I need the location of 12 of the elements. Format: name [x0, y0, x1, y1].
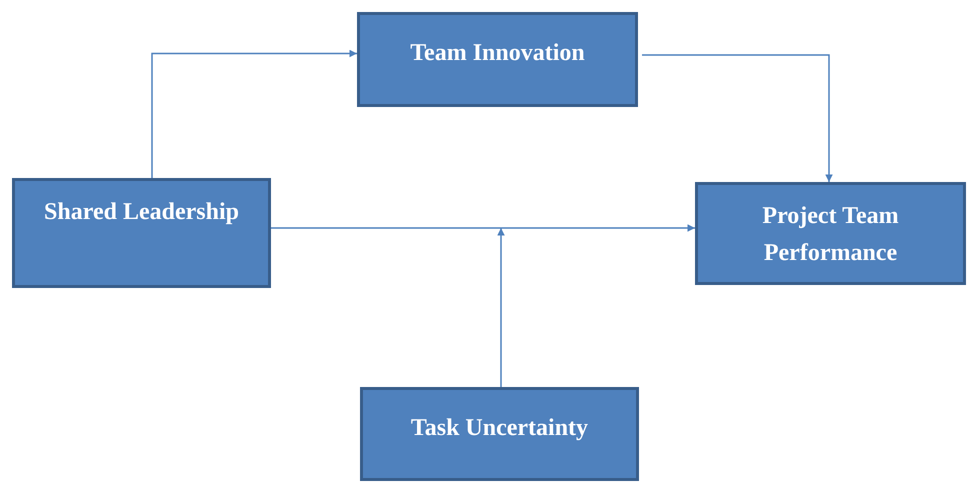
- arrow: [151, 50, 357, 178]
- arrow: [497, 228, 505, 387]
- box-label: Team Innovation: [410, 39, 585, 68]
- arrow: [271, 224, 695, 232]
- box-label: Project Team Performance: [761, 202, 900, 268]
- process-box: [12, 178, 271, 288]
- process-box: [695, 182, 966, 285]
- arrow: [642, 54, 833, 182]
- process-box: [360, 387, 639, 481]
- box-label: Task Uncertainty: [410, 414, 588, 443]
- process-box: [357, 12, 638, 107]
- box-label: Shared Leadership: [44, 198, 239, 227]
